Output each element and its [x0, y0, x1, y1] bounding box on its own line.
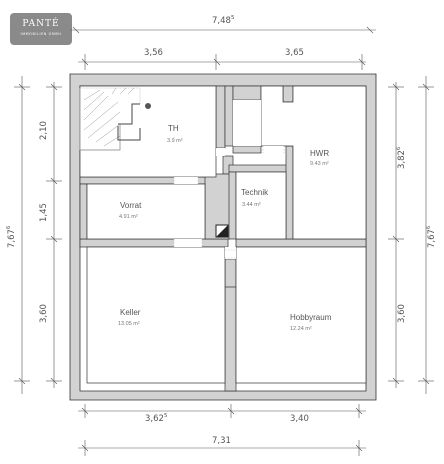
wall-segment — [215, 85, 226, 149]
logo-badge: PANTÉ IMMOBILIEN GMBH — [10, 13, 72, 45]
door-openings — [174, 146, 284, 259]
dimension-lines — [14, 26, 434, 456]
wall-segment — [224, 286, 237, 392]
wall-segment — [228, 164, 294, 173]
room-hobbyraum — [235, 246, 367, 384]
logo-tagline: IMMOBILIEN GMBH — [20, 32, 62, 36]
room-area-hobbyraum: 12.24 m² — [290, 326, 312, 332]
room-area-hwr: 9.43 m² — [310, 161, 329, 167]
room-keller — [86, 246, 226, 384]
room-vorrat — [86, 183, 206, 240]
dim-top-left: 3,56 — [144, 48, 163, 58]
room-area-vorrat: 4.91 m² — [119, 214, 138, 220]
dim-left-bottom: 3,60 — [39, 304, 49, 323]
chimney-icon — [215, 224, 229, 238]
walls — [69, 73, 377, 401]
staircase — [79, 87, 141, 151]
dim-bottom-right: 3,40 — [290, 414, 309, 424]
dim-bottom-left: 3,625 — [145, 413, 168, 424]
wall-segment — [224, 85, 234, 147]
dim-left-top: 2,10 — [39, 121, 49, 140]
wall-segment — [232, 85, 262, 101]
room-name-hwr: HWR — [310, 149, 329, 158]
room-name-hobbyraum: Hobbyraum — [290, 313, 332, 322]
wall-segment — [282, 85, 294, 103]
dim-left-total: 7,676 — [6, 225, 17, 248]
wall-segment — [224, 258, 237, 289]
logo-brand: PANTÉ — [22, 19, 60, 29]
door-marks — [173, 146, 285, 259]
dim-right-total: 7,676 — [426, 225, 437, 248]
room-technik — [235, 171, 287, 240]
stair-post-icon — [145, 103, 151, 109]
room-area-keller: 13.05 m² — [118, 321, 140, 327]
wall-segment — [79, 183, 88, 240]
dim-left-mid: 1,45 — [39, 203, 49, 222]
dim-right-top: 3,826 — [396, 146, 407, 169]
dim-top-total: 7,485 — [212, 15, 235, 26]
room-name-keller: Keller — [120, 308, 141, 317]
room-th — [79, 85, 217, 178]
dim-right-bottom: 3,60 — [397, 304, 407, 323]
dim-bottom-total: 7,31 — [212, 436, 231, 446]
wall-segment — [285, 145, 294, 240]
room-area-technik: 3.44 m² — [242, 202, 261, 208]
room-name-th: TH — [168, 124, 179, 133]
hall — [233, 100, 261, 146]
dim-top-right: 3,65 — [285, 48, 304, 58]
wall-segment — [79, 238, 229, 248]
wall-segment — [235, 238, 367, 248]
room-name-vorrat: Vorrat — [120, 201, 142, 210]
room-name-technik: Technik — [241, 188, 269, 197]
wall-segment — [232, 145, 262, 154]
room-area-th: 3.9́ m² — [167, 137, 183, 144]
wall-segment — [228, 171, 237, 240]
